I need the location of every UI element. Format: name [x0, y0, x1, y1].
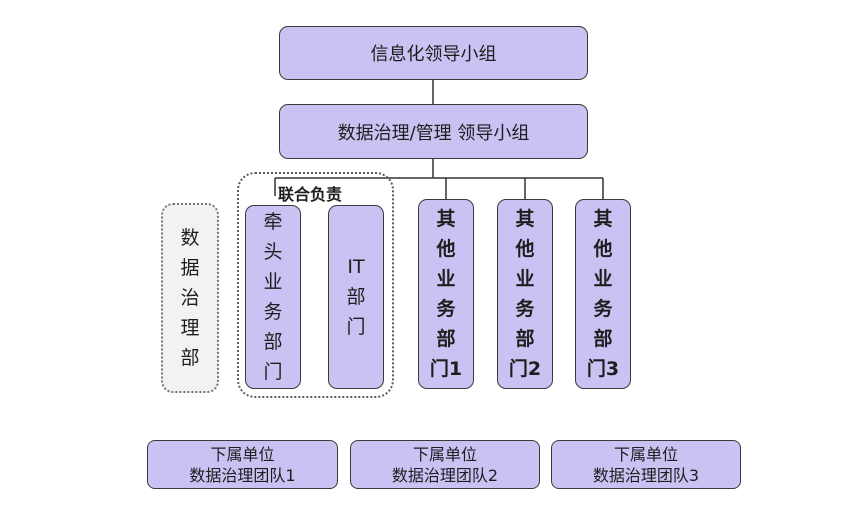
other-dept-3-box: 其他业务部门3 — [575, 199, 631, 389]
second-node-box: 数据治理/管理 领导小组 — [279, 104, 588, 159]
team-2-line2: 数据治理团队2 — [391, 465, 499, 485]
lead-business-dept-label: 牵头业务部门 — [263, 211, 283, 383]
team-2-box: 下属单位 数据治理团队2 — [350, 440, 540, 489]
top-node-label: 信息化领导小组 — [370, 44, 497, 65]
lead-business-dept-box: 牵头业务部门 — [245, 205, 301, 389]
data-governance-dept-label: 数据治理部 — [180, 227, 200, 369]
other-dept-2-label: 其他业务部门2 — [508, 208, 542, 380]
team-3-box: 下属单位 数据治理团队3 — [551, 440, 741, 489]
joint-responsibility-group — [237, 172, 394, 398]
team-1-line1: 下属单位 — [210, 444, 275, 464]
joint-responsibility-label: 联合负责 — [276, 185, 345, 205]
team-1-box: 下属单位 数据治理团队1 — [147, 440, 338, 489]
team-3-line1: 下属单位 — [613, 444, 678, 464]
other-dept-2-box: 其他业务部门2 — [497, 199, 553, 389]
second-node-label: 数据治理/管理 领导小组 — [337, 122, 530, 144]
team-2-line1: 下属单位 — [412, 444, 477, 464]
data-governance-dept-box: 数据治理部 — [161, 203, 219, 393]
other-dept-1-box: 其他业务部门1 — [418, 199, 474, 389]
other-dept-1-label: 其他业务部门1 — [429, 208, 463, 380]
team-3-line2: 数据治理团队3 — [592, 465, 700, 485]
team-1-line2: 数据治理团队1 — [189, 465, 296, 485]
top-node-box: 信息化领导小组 — [279, 26, 588, 80]
other-dept-3-label: 其他业务部门3 — [586, 208, 620, 380]
